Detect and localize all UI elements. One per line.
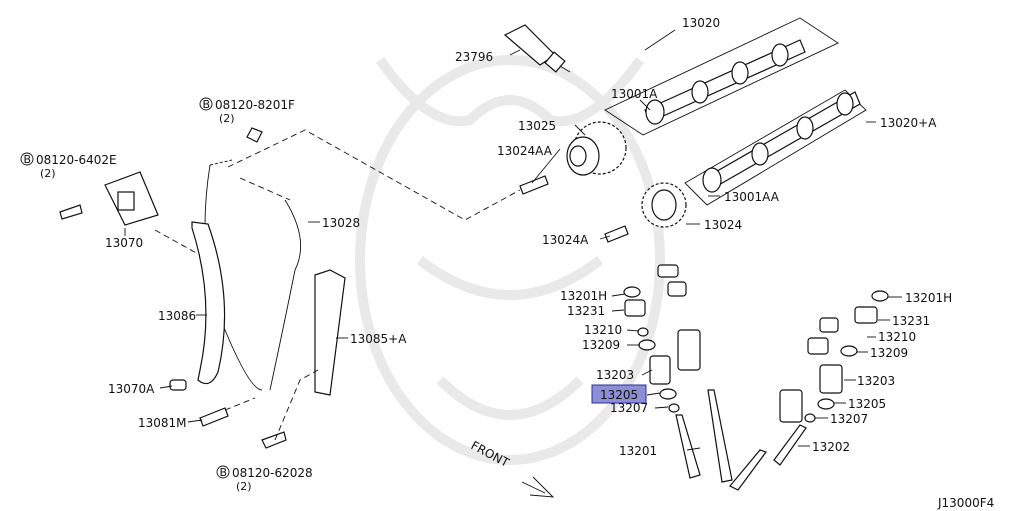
bolt-code: 08120-6402E — [36, 153, 117, 167]
camshaft-13020[interactable] — [604, 17, 839, 136]
bolt-qty: (2) — [219, 112, 235, 125]
label-13209[interactable]: 13209 — [582, 338, 620, 352]
label-13024a[interactable]: 13024A — [542, 233, 589, 247]
bolt-code: 08120-8201F — [215, 98, 295, 112]
label-13081m[interactable]: 13081M — [138, 416, 187, 430]
front-arrow: FRONT — [469, 438, 555, 498]
label-13210[interactable]: 13210 — [584, 323, 622, 337]
label-13205[interactable]: 13205 — [600, 388, 638, 402]
dashed-leader-lines — [154, 129, 521, 441]
label-13209-right[interactable]: 13209 — [870, 346, 908, 360]
bolt-callout-08120-6402e[interactable]: B 08120-6402E (2) — [20, 152, 117, 180]
label-13001a[interactable]: 13001A — [611, 87, 658, 101]
bolt-symbol: B — [24, 153, 32, 166]
sprocket-13024[interactable] — [641, 182, 687, 228]
label-23796[interactable]: 23796 — [455, 50, 493, 64]
label-13028[interactable]: 13028 — [322, 216, 360, 230]
label-13201h-right[interactable]: 13201H — [905, 291, 952, 305]
diagram-code: J13000F4 — [937, 496, 994, 510]
label-13201[interactable]: 13201 — [619, 444, 657, 458]
label-13024aa[interactable]: 13024AA — [497, 144, 553, 158]
label-13020[interactable]: 13020 — [682, 16, 720, 30]
watermark-emblem — [355, 55, 665, 465]
bolt-code: 08120-62028 — [232, 466, 313, 480]
label-13203-right[interactable]: 13203 — [857, 374, 895, 388]
label-13205-right[interactable]: 13205 — [848, 397, 886, 411]
bolt-13024a[interactable] — [604, 225, 629, 243]
label-13025[interactable]: 13025 — [518, 119, 556, 133]
label-13202[interactable]: 13202 — [812, 440, 850, 454]
bolt-08120-6402e[interactable] — [59, 204, 83, 220]
bolt-callout-08120-8201f[interactable]: B 08120-8201F (2) — [199, 97, 295, 125]
bolt-08120-8201f[interactable] — [246, 127, 263, 143]
sensor-23796[interactable] — [503, 24, 571, 73]
label-13203[interactable]: 13203 — [596, 368, 634, 382]
label-13020-a[interactable]: 13020+A — [880, 116, 937, 130]
sprocket-13025[interactable] — [566, 121, 627, 176]
camshaft-13020-a[interactable] — [684, 89, 867, 206]
valve-stack-intake[interactable] — [623, 264, 733, 483]
pin-13081m[interactable] — [199, 407, 229, 427]
bolt-callout-08120-62028[interactable]: B 08120-62028 (2) — [216, 465, 313, 493]
label-13210-right[interactable]: 13210 — [878, 330, 916, 344]
bolt-08120-62028[interactable] — [261, 431, 287, 449]
label-13024[interactable]: 13024 — [704, 218, 742, 232]
bolt-13024aa[interactable] — [519, 175, 549, 195]
label-13001aa[interactable]: 13001AA — [724, 190, 780, 204]
label-13070[interactable]: 13070 — [105, 236, 143, 250]
label-13207-right[interactable]: 13207 — [830, 412, 868, 426]
label-13231-right[interactable]: 13231 — [892, 314, 930, 328]
label-13231[interactable]: 13231 — [567, 304, 605, 318]
label-13070a[interactable]: 13070A — [108, 382, 155, 396]
label-13086[interactable]: 13086 — [158, 309, 196, 323]
bolt-symbol: B — [203, 98, 211, 111]
pin-13070a[interactable] — [169, 379, 187, 391]
bolt-qty: (2) — [40, 167, 56, 180]
chain-guide-13086[interactable] — [191, 221, 226, 385]
bolt-qty: (2) — [236, 480, 252, 493]
label-leader-lines — [124, 29, 902, 451]
chain-tensioner-13070[interactable] — [104, 171, 159, 226]
label-13207[interactable]: 13207 — [610, 401, 648, 415]
chain-guide-13085-a[interactable] — [314, 269, 346, 396]
label-13085-a[interactable]: 13085+A — [350, 332, 407, 346]
highlight-13205 — [591, 384, 647, 404]
bolt-symbol: B — [220, 466, 228, 479]
valve-stack-exhaust[interactable] — [729, 290, 889, 491]
label-13201h[interactable]: 13201H — [560, 289, 607, 303]
